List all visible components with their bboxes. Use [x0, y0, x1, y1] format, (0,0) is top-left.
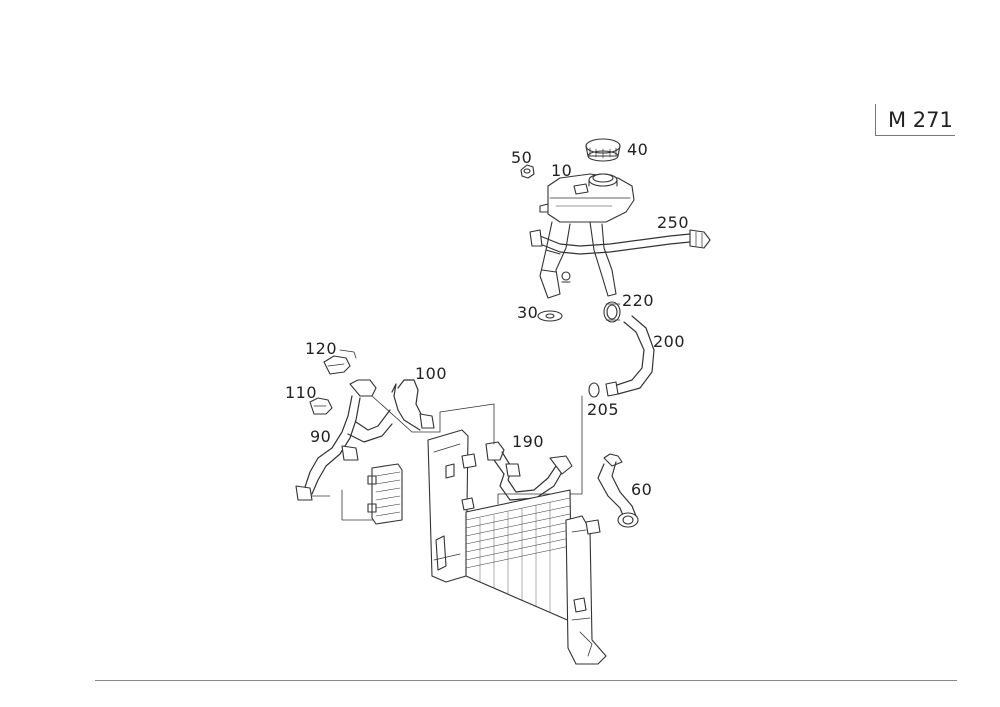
- cap-drawing: [585, 138, 621, 162]
- callout-100: 100: [415, 364, 448, 383]
- leader-lines: [311, 395, 495, 521]
- callout-60: 60: [631, 480, 653, 499]
- engine-label: M 271: [888, 108, 953, 132]
- hose-60-drawing: [597, 453, 639, 528]
- callout-200: 200: [653, 332, 686, 351]
- callout-120: 120: [305, 339, 338, 358]
- callout-30: 30: [517, 303, 539, 322]
- footer-divider: [95, 680, 957, 681]
- callout-40: 40: [627, 140, 649, 159]
- hose-100-drawing: [391, 379, 435, 431]
- hose-90-drawing: [295, 379, 393, 501]
- hose-250-drawing: [529, 229, 711, 255]
- callout-190: 190: [512, 432, 545, 451]
- callout-10: 10: [551, 161, 573, 180]
- clip-110-drawing: [309, 397, 333, 415]
- oil-cooler-drawing: [367, 463, 403, 525]
- callout-250: 250: [657, 213, 690, 232]
- callout-90: 90: [310, 427, 332, 446]
- engine-label-box: M 271: [875, 104, 955, 136]
- callout-220: 220: [622, 291, 655, 310]
- washer-drawing: [537, 310, 563, 322]
- callout-50: 50: [511, 148, 533, 167]
- nut-drawing: [520, 164, 535, 179]
- callout-205: 205: [587, 400, 620, 419]
- hose-190-drawing: [485, 441, 573, 501]
- clip-120-drawing: [323, 349, 357, 375]
- expansion-tank-drawing: [539, 173, 635, 299]
- callout-110: 110: [285, 383, 318, 402]
- clamp-220-drawing: [603, 301, 621, 323]
- hose-200-drawing: [497, 315, 655, 505]
- radiator-drawing: [427, 429, 607, 665]
